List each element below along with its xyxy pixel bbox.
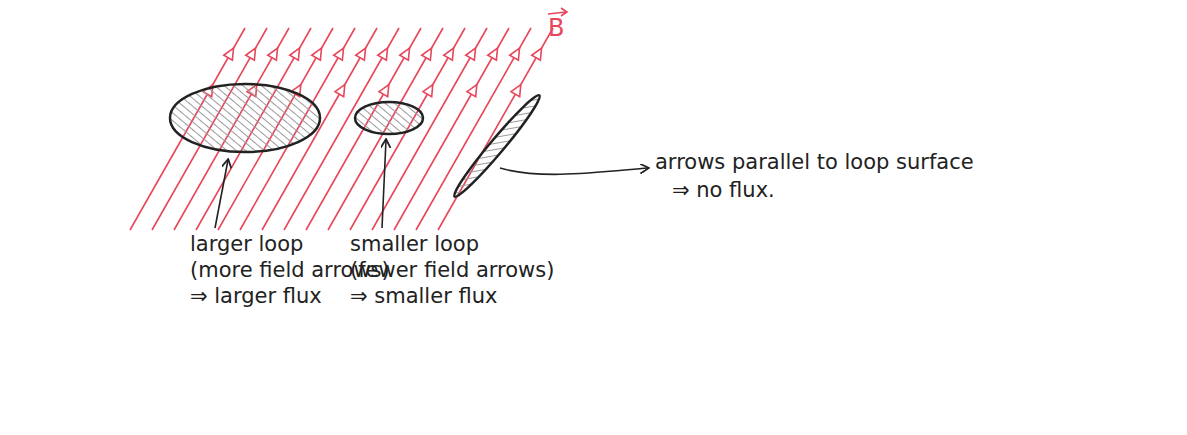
- annotation: arrows parallel to loop surface: [655, 150, 974, 175]
- annotation: larger loop: [190, 232, 303, 257]
- field-label: B: [548, 14, 564, 43]
- annotation: smaller loop: [350, 232, 479, 257]
- annotation: ⇒ no flux.: [672, 178, 775, 203]
- field-lines: [130, 28, 553, 230]
- annotation: ⇒ smaller flux: [350, 284, 497, 309]
- annotation: ⇒ larger flux: [190, 284, 322, 309]
- annotation: (fewer field arrows): [350, 258, 554, 283]
